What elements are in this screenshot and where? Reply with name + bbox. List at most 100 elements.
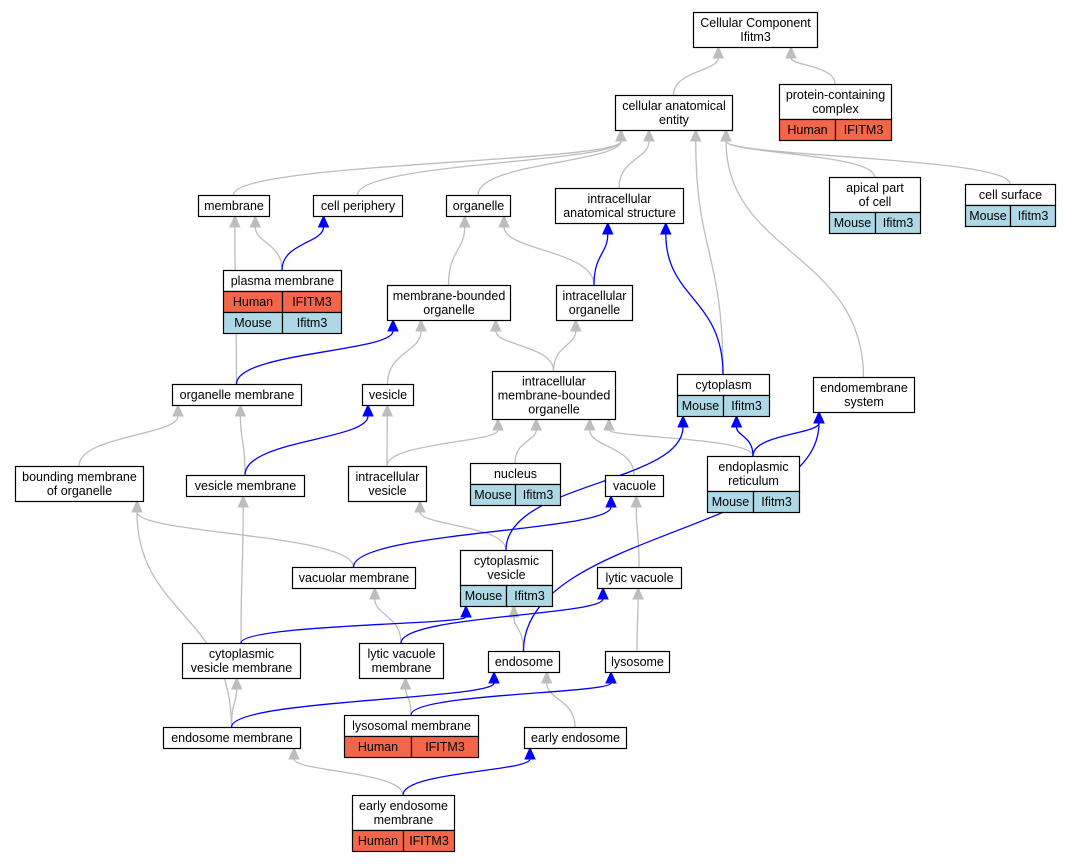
mouse-gene-cell [874,211,922,235]
gray-edge-protein-complex-to-root [790,57,836,85]
gray-arrowhead-lysosome-to-lytic-vacuole [632,586,644,600]
blue-edge-er-to-cytoplasm [735,426,754,457]
node-label-line: lytic vacuole [605,571,673,585]
gray-edge-lvm-to-vac-membrane [374,598,402,644]
blue-arrowhead-vesicle-membrane-to-vesicle [362,403,374,417]
gene-label: Ifitm3 [523,488,554,502]
blue-edge-plasma-membrane-to-cell-periphery [281,226,325,271]
node-label-line: system [844,395,884,409]
node-box [361,383,415,407]
gray-arrowhead-lytic-vacuole-to-vacuole [630,494,643,508]
gray-edge-endosome-membrane-to-bmo [136,511,233,728]
blue-edge-vac-membrane-to-vacuole [352,506,612,568]
node-box [14,465,145,503]
nodes-layer: Cellular ComponentIfitm3protein-containi… [14,11,1057,853]
node-lysosome[interactable]: lysosome [604,650,671,674]
gray-edge-eem-to-endosome-membrane [293,758,404,796]
gray-edge-cell-periphery-to-cae [356,140,622,196]
gene-label: Ifitm3 [514,589,545,603]
gray-edge-vesicle-membrane-to-org-membrane [239,415,246,476]
blue-arrowhead-org-membrane-to-mbo [387,318,399,332]
node-box [555,284,634,322]
node-label-line: cell periphery [321,199,396,213]
gray-arrowhead-organelle-to-cae [615,128,627,142]
blue-edge-org-membrane-to-mbo [235,330,394,385]
node-label-line: Cellular Component [700,16,811,30]
gray-arrowhead-iv-to-vesicle [381,403,394,417]
node-label-line: endosome [495,655,553,669]
gray-edge-organelle-to-cae [477,140,622,196]
node-vacuole[interactable]: vacuole [604,474,665,498]
node-box [812,376,916,414]
blue-arrowhead-cvm-to-cyt-vesicle [460,604,472,618]
gray-edge-cytoplasm-to-cae [695,140,724,375]
gene-label: Ifitm3 [761,495,792,509]
node-cell-periphery[interactable]: cell periphery [312,194,404,218]
edges-layer [78,45,1011,796]
node-box [614,94,734,132]
node-label-line: protein-containing [786,88,885,102]
node-vesicle[interactable]: vesicle [361,383,415,407]
node-box [351,794,456,832]
node-label-line: lysosome [611,655,664,669]
node-box [692,11,819,49]
gray-edge-ias-to-cae [618,140,650,189]
gray-arrowhead-endosome-membrane-to-cvm [230,676,243,690]
node-box [487,650,561,674]
node-vesicle-membrane[interactable]: vesicle membrane [185,474,306,498]
node-label-line: lytic vacuole [367,647,435,661]
blue-arrowhead-lvm-to-lytic-vacuole [597,586,609,600]
node-endosome-membrane[interactable]: endosome membrane [162,726,302,750]
gene-label: IFITM3 [844,123,884,137]
node-box [554,187,685,225]
gray-arrowhead-bmo-to-org-membrane [172,403,184,417]
gene-label: Ifitm3 [731,399,762,413]
node-lytic-vacuole[interactable]: lytic vacuole [596,566,683,590]
gray-edge-iv-to-imbo [386,429,499,467]
gray-arrowhead-lysosomal-membrane-to-lvm [399,676,412,690]
node-vac-membrane[interactable]: vacuolar membrane [291,566,417,590]
gray-arrowhead-vesicle-to-mbo [415,318,427,332]
blue-edge-endosome-to-endomembrane [522,422,820,652]
node-box [171,383,303,407]
node-label-line: intracellular [588,192,652,206]
gray-arrowhead-lvm-to-vac-membrane [369,586,381,600]
node-membrane[interactable]: membrane [197,194,271,218]
blue-arrowhead-er-to-cytoplasm [730,414,743,428]
node-label-line: early endosome [531,731,620,745]
species-label: Mouse [834,216,872,230]
gray-edge-endosome-to-cyt-vesicle [513,616,525,652]
node-org-membrane[interactable]: organelle membrane [171,383,303,407]
node-label-line: vesicle [487,568,525,582]
node-label-line: of organelle [47,484,112,498]
gray-arrowhead-cyt-vesicle-to-iv [414,499,426,513]
node-endosome[interactable]: endosome [487,650,561,674]
gray-edge-vac-membrane-to-bmo [136,511,355,568]
node-organelle[interactable]: organelle [445,194,512,218]
node-early-endosome[interactable]: early endosome [523,726,628,750]
node-box [181,642,302,680]
gray-arrowhead-cae-to-root [712,45,725,59]
species-label: Human [787,123,827,137]
